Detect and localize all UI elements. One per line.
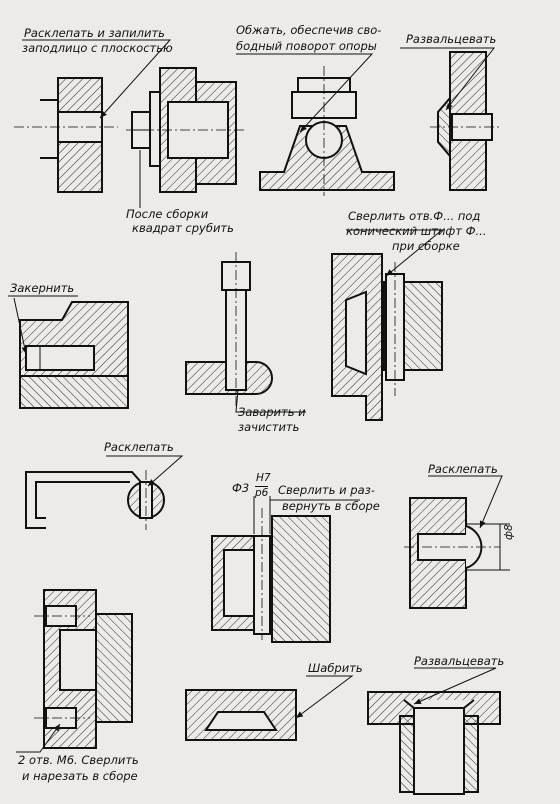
note-crimp-2: бодный поворот опоры [236,39,377,53]
note-roll-bottom: Развальцевать [414,654,505,668]
note-after-assembly-2: квадрат срубить [132,221,234,235]
figure-two-holes [16,589,133,753]
note-fit-hole: H7 [256,472,271,484]
note-roll-top: Развальцевать [406,32,497,46]
note-crimp-1: Обжать, обеспечив сво- [236,23,382,37]
note-after-assembly-1: После сборки [126,207,209,221]
note-drill-ream-2: вернуть в сборе [282,499,380,513]
figure-pressed-pin [211,496,360,643]
figure-roll-top [400,47,500,191]
figure-right-rivet [404,475,510,609]
note-core: Закернить [10,281,75,295]
figure-core-punch [8,295,129,409]
note-scrape: Шабрить [308,661,363,675]
note-fit-shaft: р6 [255,486,269,499]
note-drill-pin-2: конический штифт Ф... [346,224,487,238]
note-dim-d8: ф8 [503,524,515,540]
note-drill-pin-3: при сборке [392,239,460,253]
note-rivet-hook: Расклепать [104,440,174,454]
note-holes-1: 2 отв. М6. Сверлить [18,753,139,767]
figure-roll-bottom [367,667,501,795]
figure-dovetail [185,675,354,741]
figure-hook-rivet [25,455,184,530]
figure-swivel-support [236,53,395,196]
figure-rivet-flush [14,39,172,193]
figure-welded-pin [185,252,306,413]
note-drill-ream-1: Сверлить и раз- [278,483,375,497]
figure-conical-pin [331,229,444,421]
figure-bolt-square [126,67,246,208]
note-drill-pin-1: Сверлить отв.Ф... под [348,209,481,223]
note-weld-2: зачистить [238,420,300,434]
note-rivet-flush-1: Расклепать и запилить [24,26,165,40]
note-weld-1: Заварить и [238,405,306,419]
note-fit-diameter: Ф3 [232,481,250,495]
note-rivet-flush-2: заподлицо с плоскостью [22,41,173,55]
note-holes-2: и нарезать в сборе [22,769,138,783]
note-rivet-right: Расклепать [428,462,498,476]
